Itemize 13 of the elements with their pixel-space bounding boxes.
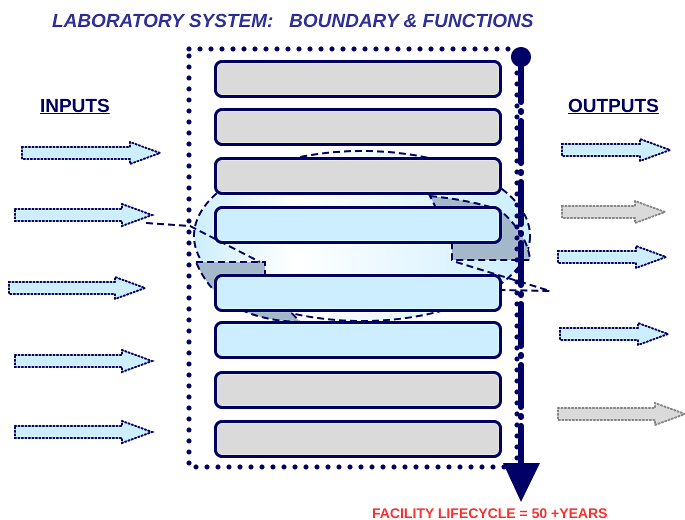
- function-box: [214, 206, 502, 244]
- caption: FACILITY LIFECYCLE = 50 +YEARS: [372, 504, 608, 520]
- function-box: [214, 321, 502, 359]
- function-box: [214, 108, 502, 146]
- function-box: [214, 157, 502, 195]
- column-heading: OUTPUTS: [568, 95, 659, 119]
- column-heading: INPUTS: [40, 95, 110, 119]
- function-box: [214, 420, 502, 458]
- function-box: [214, 274, 502, 312]
- function-box: [214, 371, 502, 409]
- function-box: [214, 60, 502, 98]
- title: LABORATORY SYSTEM: BOUNDARY & FUNCTIONS: [52, 10, 534, 34]
- system-boundary: [186, 46, 520, 470]
